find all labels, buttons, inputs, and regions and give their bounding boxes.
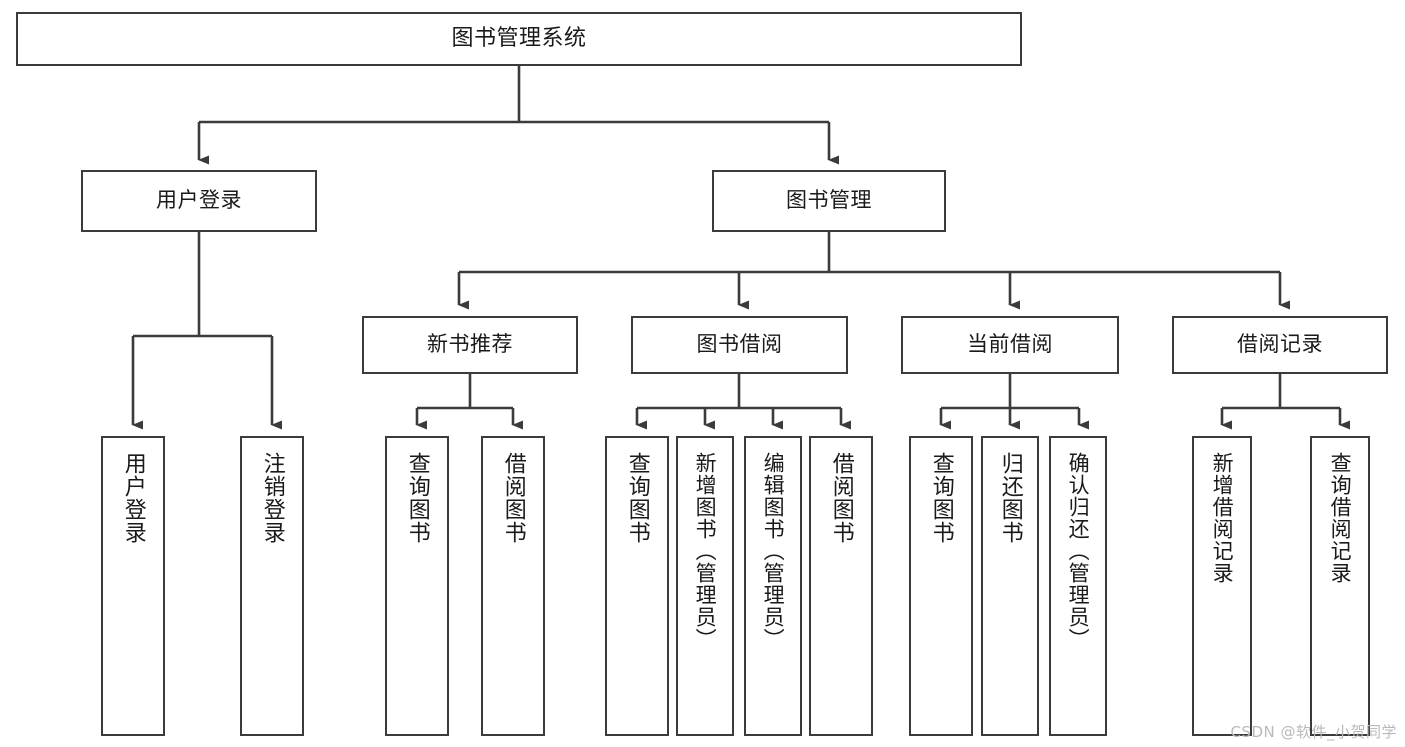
- node-label: 新增图书（管理员）: [693, 452, 718, 650]
- node-new-book-recommend[interactable]: 新书推荐: [362, 316, 578, 374]
- node-leaf-return-book[interactable]: 归还图书: [981, 436, 1039, 736]
- node-label: 查询图书: [928, 452, 954, 544]
- node-label: 查询借阅记录: [1328, 452, 1353, 584]
- node-label: 新增借阅记录: [1210, 452, 1235, 584]
- node-book-borrow[interactable]: 图书借阅: [631, 316, 848, 374]
- node-root-book-management-system[interactable]: 图书管理系统: [16, 12, 1022, 66]
- node-leaf-borrow-book-1[interactable]: 借阅图书: [481, 436, 545, 736]
- node-leaf-logout-login[interactable]: 注销登录: [240, 436, 304, 736]
- node-user-login[interactable]: 用户登录: [81, 170, 317, 232]
- node-leaf-user-login[interactable]: 用户登录: [101, 436, 165, 736]
- node-leaf-borrow-book-2[interactable]: 借阅图书: [809, 436, 873, 736]
- node-label: 查询图书: [624, 452, 650, 544]
- csdn-watermark: CSDN @软件_小贺同学: [1230, 723, 1397, 741]
- node-leaf-query-book-1[interactable]: 查询图书: [385, 436, 449, 736]
- node-book-manage[interactable]: 图书管理: [712, 170, 946, 232]
- node-label: 归还图书: [997, 452, 1023, 544]
- node-leaf-add-book[interactable]: 新增图书（管理员）: [676, 436, 734, 736]
- node-label: 当前借阅: [967, 332, 1053, 357]
- node-current-borrow[interactable]: 当前借阅: [901, 316, 1119, 374]
- node-leaf-add-record[interactable]: 新增借阅记录: [1192, 436, 1252, 736]
- node-label: 查询图书: [404, 452, 430, 544]
- node-leaf-query-book-2[interactable]: 查询图书: [605, 436, 669, 736]
- node-label: 注销登录: [259, 452, 285, 544]
- node-label: 用户登录: [156, 188, 242, 213]
- node-leaf-confirm-return[interactable]: 确认归还（管理员）: [1049, 436, 1107, 736]
- node-label: 用户登录: [120, 452, 146, 544]
- node-label: 图书管理: [786, 188, 872, 213]
- node-label: 借阅图书: [500, 452, 526, 544]
- node-label: 编辑图书（管理员）: [761, 452, 786, 650]
- node-label: 确认归还（管理员）: [1066, 452, 1091, 650]
- node-label: 新书推荐: [427, 332, 513, 357]
- node-leaf-edit-book[interactable]: 编辑图书（管理员）: [744, 436, 802, 736]
- node-label: 图书管理系统: [451, 25, 587, 51]
- node-label: 图书借阅: [696, 332, 783, 357]
- node-leaf-query-book-3[interactable]: 查询图书: [909, 436, 973, 736]
- node-leaf-query-record[interactable]: 查询借阅记录: [1310, 436, 1370, 736]
- node-label: 借阅图书: [828, 452, 854, 544]
- node-borrow-record[interactable]: 借阅记录: [1172, 316, 1388, 374]
- node-label: 借阅记录: [1237, 332, 1323, 357]
